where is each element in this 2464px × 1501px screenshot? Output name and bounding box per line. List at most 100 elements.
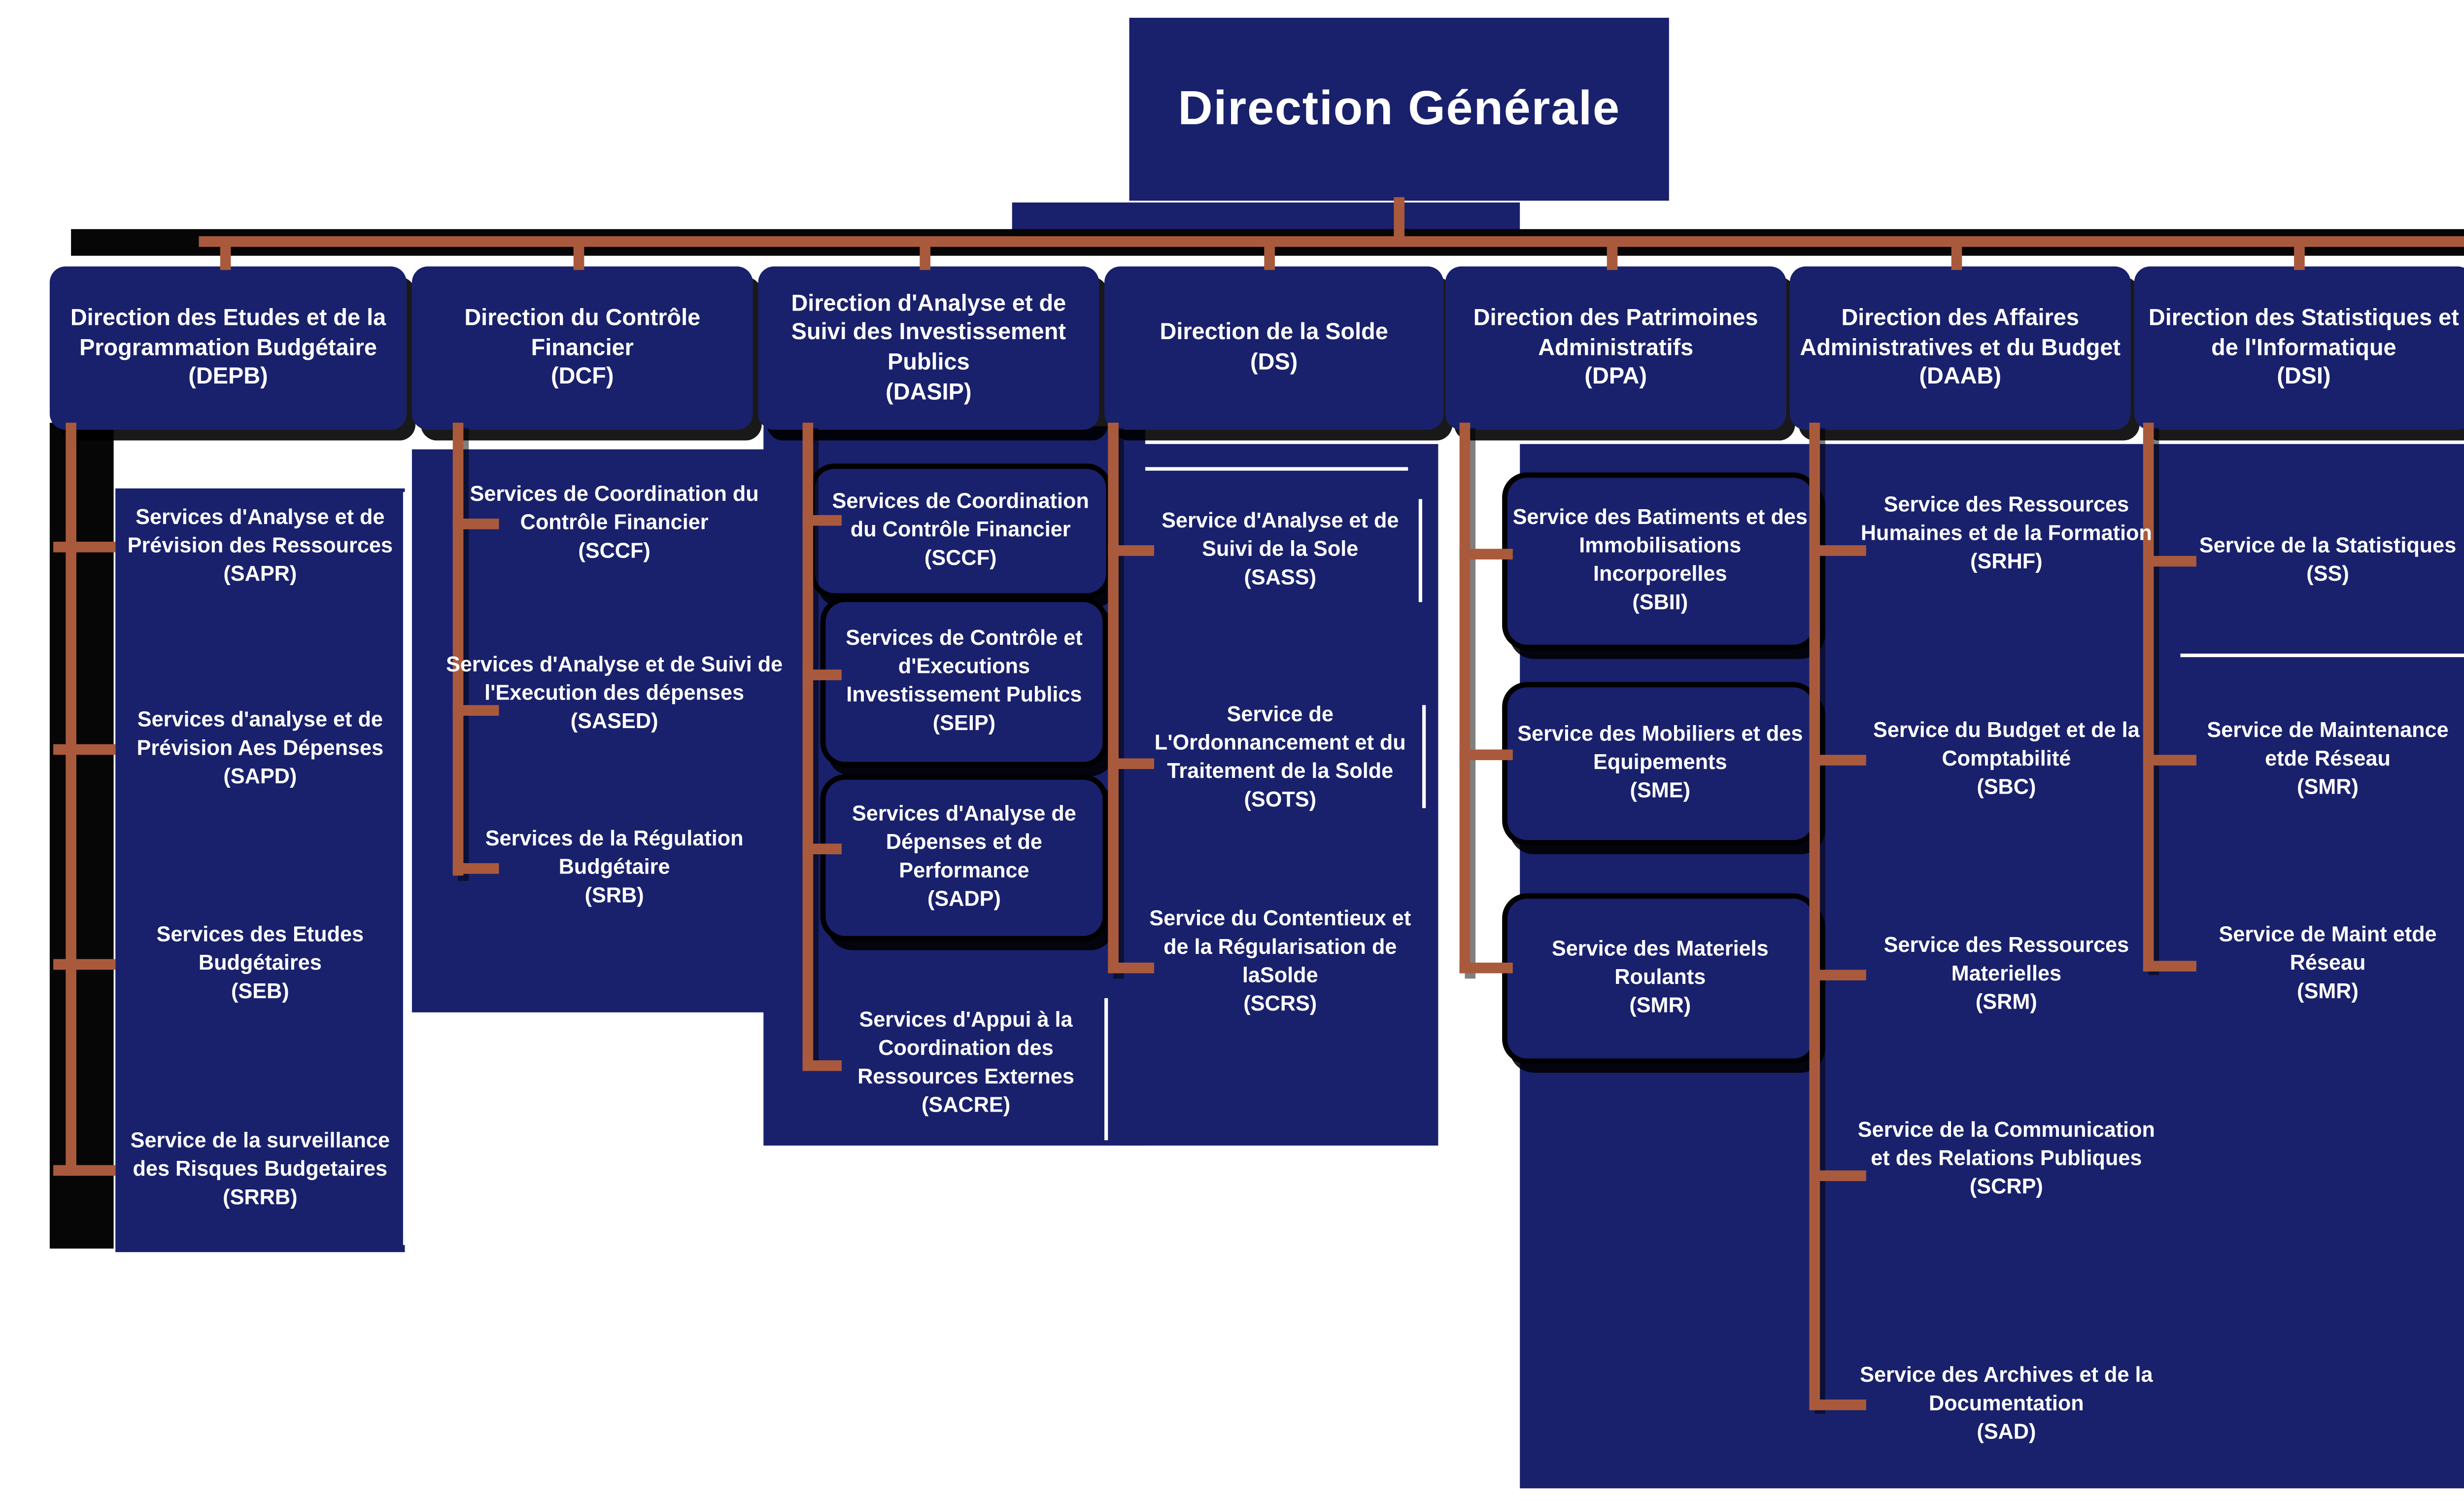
- connector-root-drop: [1394, 197, 1404, 240]
- service-smr-maintenance-name: Service de Maintenance etde Réseau: [2207, 717, 2449, 771]
- service-sme-label: Service des Mobiliers et des Equipements…: [1511, 722, 1809, 806]
- service-label-scrs: Service du Contentieux et de la Régulari…: [1136, 906, 1424, 1019]
- service-sased-name: Services d'Analyse et de Suivi de l'Exec…: [446, 652, 783, 705]
- direction-ds-label: Direction de la Solde (DS): [1160, 318, 1388, 378]
- service-label-sapr: Services d'Analyse et de Prévision des R…: [117, 504, 403, 589]
- service-ss-acronym: (SS): [2306, 561, 2349, 586]
- service-sots-acronym: (SOTS): [1244, 786, 1317, 812]
- service-sad-name: Service des Archives et de la Documentat…: [1860, 1362, 2153, 1416]
- service-sadp-label: Services d'Analyse de Dépenses et de Per…: [829, 802, 1099, 914]
- separator-tick-sots: [1422, 705, 1426, 808]
- connector-stub-sapr: [53, 541, 116, 553]
- service-sme-name: Service des Mobiliers et des Equipements: [1517, 721, 1803, 775]
- service-label-sapd: Services d'analyse et de Prévision Aes D…: [117, 707, 403, 792]
- service-srm-name: Service des Ressources Materielles: [1883, 932, 2129, 986]
- connector-stub-seb: [53, 959, 116, 970]
- root-base-bar: [1012, 202, 1520, 235]
- service-smr-maint-acronym: (SMR): [2297, 978, 2359, 1004]
- depb-children-panel: [115, 488, 405, 1253]
- direction-dcf-label: Direction du Contrôle Financier (DCF): [415, 304, 749, 392]
- direction-ds-name: Direction de la Solde: [1160, 318, 1388, 346]
- service-label-sad: Service des Archives et de la Documentat…: [1854, 1362, 2159, 1447]
- service-label-seb: Services des Etudes Budgétaires (SEB): [117, 922, 403, 1007]
- direction-dpa-acronym: (DPA): [1584, 363, 1647, 390]
- service-sad-acronym: (SAD): [1977, 1419, 2036, 1444]
- service-scrp-name: Service de la Communication et des Relat…: [1857, 1117, 2155, 1171]
- service-sccf-name: Services de Coordination du Contrôle Fin…: [470, 481, 759, 535]
- service-sapd-name: Services d'analyse et de Prévision Aes D…: [137, 706, 384, 760]
- connector-stub-smr-maint: [2143, 961, 2196, 972]
- direction-box-depb: Direction des Etudes et de la Programmat…: [49, 266, 407, 430]
- direction-box-daab: Direction des Affaires Administratives e…: [1789, 266, 2131, 430]
- connector-stub-scrs: [1108, 962, 1154, 974]
- connector-drop-dcf: [573, 238, 584, 270]
- service-box-seip: Services de Contrôle et d'Executions Inv…: [820, 596, 1108, 768]
- service-sme-acronym: (SME): [1630, 777, 1691, 803]
- service-sapd-acronym: (SAPD): [223, 763, 297, 789]
- connector-stub-srb: [452, 863, 499, 874]
- direction-box-dpa: Direction des Patrimoines Administratifs…: [1445, 266, 1786, 430]
- direction-dsi-acronym: (DSI): [2277, 363, 2331, 390]
- separator-tick-sass: [1418, 499, 1423, 602]
- service-box-smr-dpa: Service des Materiels Roulants (SMR): [1502, 893, 1818, 1064]
- service-srb-name: Services de la Régulation Budgétaire: [485, 826, 744, 879]
- service-sased-acronym: (SASED): [570, 708, 658, 733]
- direction-box-dsi: Direction des Statistiques et de l'Infor…: [2134, 266, 2464, 430]
- service-label-ss: Service de la Statistiques (SS): [2188, 533, 2464, 590]
- service-sass-acronym: (SASS): [1244, 564, 1317, 590]
- separator-tick-sacre: [1104, 998, 1108, 1141]
- direction-box-dcf: Direction du Contrôle Financier (DCF): [411, 266, 753, 430]
- service-label-sass: Service d'Analyse et de Suivi de la Sole…: [1136, 508, 1424, 593]
- service-sccf2-acronym: (SCCF): [924, 545, 997, 570]
- service-scrp-acronym: (SCRP): [1969, 1174, 2043, 1199]
- connector-drop-daab: [1951, 238, 1962, 270]
- service-sccf-acronym: (SCCF): [578, 538, 650, 563]
- service-sots-name: Service de L'Ordonnancement et du Traite…: [1154, 701, 1406, 783]
- service-smr-dpa-name: Service des Materiels Roulants: [1551, 936, 1769, 990]
- connector-stub-scrp: [1809, 1170, 1866, 1181]
- connector-stub-sccf: [452, 519, 499, 529]
- direction-ds-acronym: (DS): [1250, 348, 1298, 375]
- direction-daab-acronym: (DAAB): [1919, 363, 2001, 390]
- direction-dsi-label: Direction des Statistiques et de l'Infor…: [2138, 304, 2464, 392]
- connector-vertical-dasip: [802, 422, 814, 1066]
- direction-box-ds: Direction de la Solde (DS): [1104, 266, 1444, 430]
- connector-vertical-depb: [66, 422, 76, 1176]
- connector-drop-dpa: [1607, 238, 1618, 270]
- service-seb-name: Services des Etudes Budgétaires: [156, 921, 364, 975]
- service-ss-name: Service de la Statistiques: [2199, 532, 2457, 558]
- service-label-smr-maint: Service de Maint etde Réseau (SMR): [2188, 922, 2464, 1007]
- service-label-scrp: Service de la Communication et des Relat…: [1854, 1117, 2159, 1202]
- connector-vertical-daab: [1809, 422, 1820, 1409]
- service-seip-acronym: (SEIP): [932, 710, 996, 735]
- direction-box-dasip: Direction d'Analyse et de Suivi des Inve…: [758, 266, 1099, 430]
- service-srhf-name: Service des Ressources Humaines et de la…: [1860, 492, 2152, 545]
- service-sccf2-label: Services de Coordination du Contrôle Fin…: [819, 489, 1102, 573]
- service-sapr-acronym: (SAPR): [223, 561, 297, 586]
- service-seip-label: Services de Contrôle et d'Executions Inv…: [829, 626, 1099, 738]
- dcf-children-panel: [411, 449, 808, 1012]
- connector-stub-seip: [802, 669, 842, 680]
- connector-stub-sme: [1459, 749, 1513, 761]
- connector-stub-sbc: [1809, 755, 1866, 766]
- service-label-sacre: Services d'Appui à la Coordination des R…: [827, 1007, 1104, 1120]
- service-sccf2-name: Services de Coordination du Contrôle Fin…: [832, 489, 1089, 542]
- direction-depb-label: Direction des Etudes et de la Programmat…: [53, 304, 403, 392]
- service-label-smr-maintenance: Service de Maintenance etde Réseau (SMR): [2188, 718, 2464, 803]
- service-srm-acronym: (SRM): [1975, 989, 2037, 1014]
- direction-depb-acronym: (DEPB): [188, 363, 268, 390]
- service-label-sccf: Services de Coordination du Contrôle Fin…: [441, 481, 788, 566]
- connector-stub-sadp: [802, 843, 842, 855]
- connector-vertical-dcf: [452, 422, 464, 876]
- direction-dpa-label: Direction des Patrimoines Administratifs…: [1449, 304, 1782, 392]
- service-smr-dpa-label: Service des Materiels Roulants (SMR): [1511, 937, 1809, 1021]
- service-label-sots: Service de L'Ordonnancement et du Traite…: [1136, 701, 1424, 815]
- connector-stub-sass: [1108, 545, 1154, 556]
- connector-stub-sapd: [53, 744, 116, 755]
- service-label-srrb: Service de la surveillance des Risques B…: [117, 1128, 403, 1213]
- service-srhf-acronym: (SRHF): [1970, 548, 2043, 574]
- service-box-sadp: Services d'Analyse de Dépenses et de Per…: [820, 774, 1108, 942]
- service-sapr-name: Services d'Analyse et de Prévision des R…: [127, 504, 393, 558]
- service-label-srb: Services de la Régulation Budgétaire (SR…: [441, 826, 788, 910]
- connector-vertical-dpa: [1459, 422, 1471, 974]
